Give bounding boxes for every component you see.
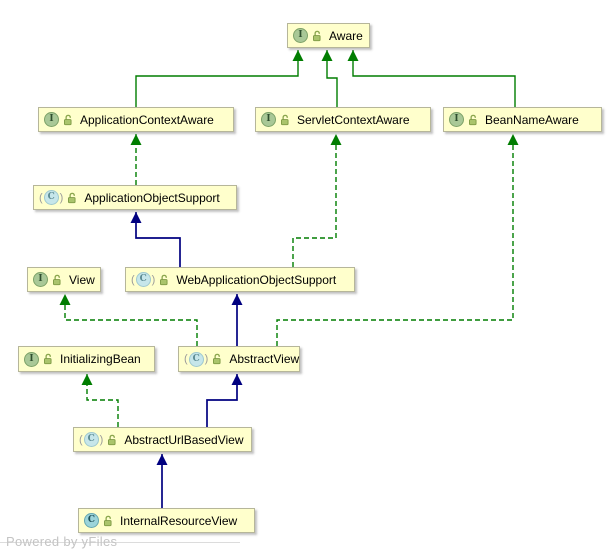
abstract-class-parenthesized-c-icon: C xyxy=(131,272,155,287)
edge-servlet-context-aware-extends-aware xyxy=(321,50,338,107)
class-circle-c-icon: C xyxy=(135,272,151,287)
node-label: InternalResourceView xyxy=(120,513,238,528)
open-lock-icon xyxy=(108,434,116,445)
abstract-class-parenthesized-c-icon: C xyxy=(184,351,208,367)
edge-web-application-object-support-extends-application-object-support xyxy=(130,212,181,267)
abstract-class-parenthesized-c-icon: C xyxy=(79,432,103,447)
node-label: View xyxy=(69,272,95,287)
interface-circle-i-icon: I xyxy=(33,272,48,287)
node-label: BeanNameAware xyxy=(485,112,579,127)
class-circle-c-icon: C xyxy=(43,190,59,205)
interface-circle-i-icon: I xyxy=(24,351,39,367)
node-web-application-object-support[interactable]: C WebApplicationObjectSupport xyxy=(125,267,355,292)
open-lock-icon xyxy=(44,353,52,365)
edge-bean-name-aware-extends-aware xyxy=(347,50,516,107)
open-lock-icon xyxy=(160,274,168,285)
class-circle-c-icon: C xyxy=(84,513,99,528)
edge-abstract-view-implements-view xyxy=(59,294,198,346)
node-bean-name-aware[interactable]: I BeanNameAware xyxy=(443,107,602,132)
open-lock-icon xyxy=(313,30,321,41)
node-aware[interactable]: I Aware xyxy=(287,23,370,48)
node-abstract-url-based-view[interactable]: C AbstractUrlBasedView xyxy=(73,427,252,452)
node-label: WebApplicationObjectSupport xyxy=(176,272,337,287)
node-application-context-aware[interactable]: I ApplicationContextAware xyxy=(38,107,234,132)
node-label: InitializingBean xyxy=(60,352,141,366)
open-lock-icon xyxy=(213,353,221,365)
open-lock-icon xyxy=(68,192,76,203)
edge-abstract-url-based-view-extends-abstract-view xyxy=(206,374,243,427)
node-servlet-context-aware[interactable]: I ServletContextAware xyxy=(255,107,431,132)
node-label: ApplicationObjectSupport xyxy=(84,190,220,205)
open-lock-icon xyxy=(53,274,61,285)
node-label: AbstractView xyxy=(229,352,300,366)
node-view[interactable]: I View xyxy=(27,267,101,292)
node-initializing-bean[interactable]: I InitializingBean xyxy=(18,346,155,372)
interface-circle-i-icon: I xyxy=(293,28,308,43)
open-lock-icon xyxy=(104,515,112,526)
interface-circle-i-icon: I xyxy=(44,112,59,127)
edge-abstract-url-based-view-implements-initializing-bean xyxy=(81,374,119,427)
open-lock-icon xyxy=(64,114,72,125)
node-application-object-support[interactable]: C ApplicationObjectSupport xyxy=(33,185,237,210)
node-label: ApplicationContextAware xyxy=(80,112,214,127)
node-internal-resource-view[interactable]: C InternalResourceView xyxy=(78,508,255,533)
edge-abstract-view-implements-bean-name-aware xyxy=(276,134,519,346)
node-label: AbstractUrlBasedView xyxy=(124,432,244,447)
canvas-edge-line xyxy=(0,542,240,543)
abstract-class-parenthesized-c-icon: C xyxy=(39,190,63,205)
edge-application-context-aware-extends-aware xyxy=(135,50,304,107)
class-circle-c-icon: C xyxy=(188,351,204,367)
open-lock-icon xyxy=(469,114,477,125)
class-circle-c-icon: C xyxy=(83,432,99,447)
yfiles-watermark: Powered by yFiles xyxy=(6,534,118,549)
interface-circle-i-icon: I xyxy=(449,112,464,127)
node-label: ServletContextAware xyxy=(297,112,410,127)
node-label: Aware xyxy=(329,28,363,43)
open-lock-icon xyxy=(281,114,289,125)
node-abstract-view[interactable]: C AbstractView xyxy=(178,346,300,372)
interface-circle-i-icon: I xyxy=(261,112,276,127)
edge-web-application-object-support-implements-servlet-context-aware xyxy=(292,134,342,267)
